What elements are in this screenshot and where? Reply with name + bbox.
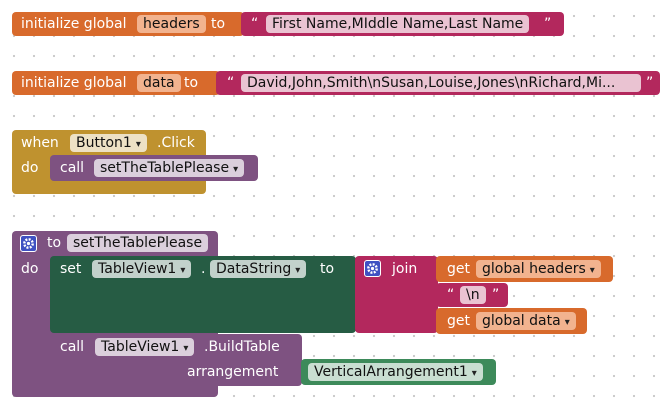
get-data-block[interactable]: get global data▾ [436,308,587,334]
headers-close-quote: ” [544,16,552,32]
set-to-label: to [320,261,335,277]
init-headers-to-label: to [211,16,226,32]
init-headers-block[interactable]: initialize global headers to [12,12,244,36]
arrangement-dropdown[interactable]: VerticalArrangement1▾ [308,363,483,381]
get-data-var: global data [482,313,561,329]
set-component-dropdown[interactable]: TableView1▾ [92,260,192,278]
event-call-label: call [60,160,85,176]
newline-close-quote: ” [492,287,500,303]
call-component-dropdown[interactable]: TableView1▾ [95,338,195,356]
join-block[interactable]: join [355,256,438,333]
get-data-label: get [447,313,470,329]
chevron-down-icon: ▾ [295,265,301,276]
procedure-to-label: to [47,235,62,251]
get-headers-var: global headers [482,261,586,277]
get-headers-dropdown[interactable]: global headers▾ [476,260,601,278]
chevron-down-icon: ▾ [135,139,141,150]
event-do-label: do [21,160,39,176]
event-call-block[interactable]: call setTheTablePlease▾ [50,155,258,181]
event-component-dropdown[interactable]: Button1▾ [70,134,147,152]
newline-text-block[interactable]: “ \n ” [436,283,508,307]
event-name-label: .Click [157,135,195,151]
gear-icon[interactable] [364,260,381,277]
event-procedure-name: setTheTablePlease [100,160,230,176]
set-label: set [60,261,82,277]
call-buildtable-block[interactable]: call TableView1▾ .BuildTable arrangement [50,334,302,386]
init-data-label: initialize global [21,75,127,91]
data-var-name[interactable]: data [137,74,181,92]
arrangement-label: arrangement [187,364,279,380]
when-label: when [21,135,59,151]
join-label: join [392,261,418,277]
data-text-block[interactable]: “ David,John,Smith\nSusan,Louise,Jones\n… [216,71,660,95]
headers-var-name[interactable]: headers [137,15,206,33]
call-buildtable-label: call [60,339,85,355]
newline-text-value[interactable]: \n [460,286,486,304]
headers-text-block[interactable]: “ First Name,MIddle Name,Last Name ” [241,12,564,36]
event-component-name: Button1 [76,135,132,151]
init-headers-label: initialize global [21,16,127,32]
data-close-quote: ” [646,75,654,91]
gear-icon[interactable] [20,235,37,252]
chevron-down-icon: ▾ [233,164,239,175]
get-headers-label: get [447,261,470,277]
event-procedure-dropdown[interactable]: setTheTablePlease▾ [94,159,245,177]
data-text-value[interactable]: David,John,Smith\nSusan,Louise,Jones\nRi… [241,74,641,92]
headers-text-value[interactable]: First Name,MIddle Name,Last Name [266,15,530,33]
init-data-to-label: to [184,75,199,91]
set-dot-label: . [201,261,206,277]
call-component-name: TableView1 [101,339,180,355]
data-open-quote: “ [227,75,235,91]
get-data-dropdown[interactable]: global data▾ [476,312,576,330]
set-datastring-block[interactable]: set TableView1▾ . DataString▾ to [50,256,356,333]
chevron-down-icon: ▾ [471,368,477,379]
newline-open-quote: “ [447,287,455,303]
arrangement-component-block[interactable]: VerticalArrangement1▾ [301,359,496,385]
set-property-name: DataString [216,261,292,277]
set-component-name: TableView1 [98,261,177,277]
call-method-label: .BuildTable [204,339,280,355]
procedure-name-field[interactable]: setTheTablePlease [67,234,209,252]
chevron-down-icon: ▾ [180,265,186,276]
chevron-down-icon: ▾ [183,343,189,354]
get-headers-block[interactable]: get global headers▾ [436,256,613,282]
chevron-down-icon: ▾ [589,265,595,276]
chevron-down-icon: ▾ [564,317,570,328]
set-property-dropdown[interactable]: DataString▾ [210,260,307,278]
headers-open-quote: “ [251,16,259,32]
init-data-block[interactable]: initialize global data to [12,71,220,95]
procedure-do-label: do [21,261,39,277]
arrangement-value: VerticalArrangement1 [314,364,468,380]
